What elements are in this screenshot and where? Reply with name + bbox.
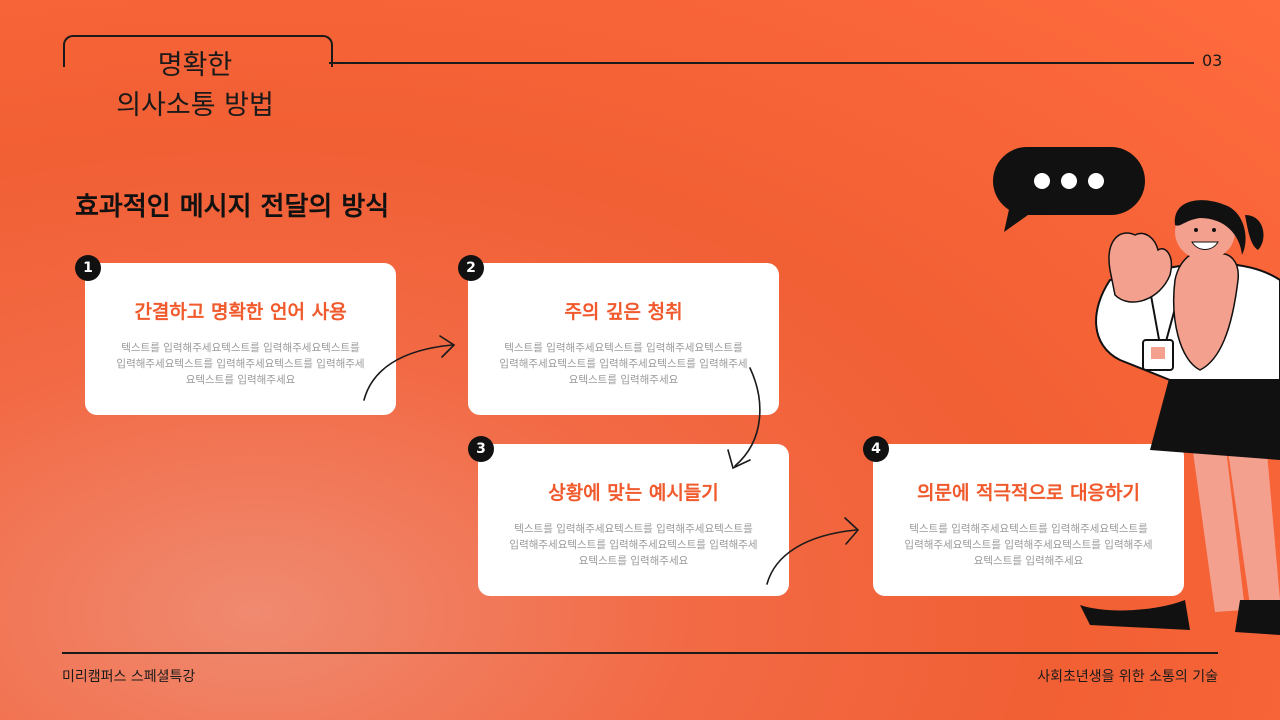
arrow-icon bbox=[363, 335, 456, 401]
card-title: 상황에 맞는 예시들기 bbox=[548, 482, 719, 504]
title-line-1: 명확한 bbox=[157, 50, 233, 81]
step-number-badge: 4 bbox=[863, 436, 889, 462]
title-tab-frame bbox=[63, 35, 333, 67]
card-body: 텍스트를 입력해주세요텍스트를 입력해주세요텍스트를 입력해주세요텍스트를 입력… bbox=[509, 523, 758, 567]
card-title: 간결하고 명확한 언어 사용 bbox=[134, 301, 347, 323]
title-line-2: 의사소통 방법 bbox=[116, 90, 274, 121]
card-title: 의문에 적극적으로 대응하기 bbox=[917, 482, 1140, 504]
arrow-icon bbox=[727, 367, 761, 470]
arrow-icon bbox=[766, 517, 860, 585]
step-number-badge: 1 bbox=[75, 255, 101, 281]
step-card-2: 주의 깊은 청취 텍스트를 입력해주세요텍스트를 입력해주세요텍스트를 입력해주… bbox=[468, 263, 779, 415]
step-number-badge: 2 bbox=[458, 255, 484, 281]
footer-divider bbox=[62, 652, 1218, 654]
step-card-1: 간결하고 명확한 언어 사용 텍스트를 입력해주세요텍스트를 입력해주세요텍스트… bbox=[85, 263, 396, 415]
footer-topic: 사회초년생을 위한 소통의 기술 bbox=[1037, 669, 1218, 685]
footer-brand: 미리캠퍼스 스페셜특강 bbox=[62, 669, 196, 685]
page-number: 03 bbox=[1202, 51, 1223, 70]
step-card-4: 의문에 적극적으로 대응하기 텍스트를 입력해주세요텍스트를 입력해주세요텍스트… bbox=[873, 444, 1184, 596]
card-body: 텍스트를 입력해주세요텍스트를 입력해주세요텍스트를 입력해주세요텍스트를 입력… bbox=[116, 342, 365, 386]
card-title: 주의 깊은 청취 bbox=[564, 301, 683, 323]
speech-bubble-icon bbox=[993, 147, 1145, 232]
header-divider bbox=[329, 62, 1194, 64]
card-body: 텍스트를 입력해주세요텍스트를 입력해주세요텍스트를 입력해주세요텍스트를 입력… bbox=[499, 342, 748, 386]
section-subtitle: 효과적인 메시지 전달의 방식 bbox=[75, 192, 390, 222]
character-illustration bbox=[1080, 200, 1280, 635]
card-body: 텍스트를 입력해주세요텍스트를 입력해주세요텍스트를 입력해주세요텍스트를 입력… bbox=[904, 523, 1153, 567]
step-card-3: 상황에 맞는 예시들기 텍스트를 입력해주세요텍스트를 입력해주세요텍스트를 입… bbox=[478, 444, 789, 596]
step-number-badge: 3 bbox=[468, 436, 494, 462]
slide-title: 명확한 의사소통 방법 bbox=[70, 46, 320, 126]
